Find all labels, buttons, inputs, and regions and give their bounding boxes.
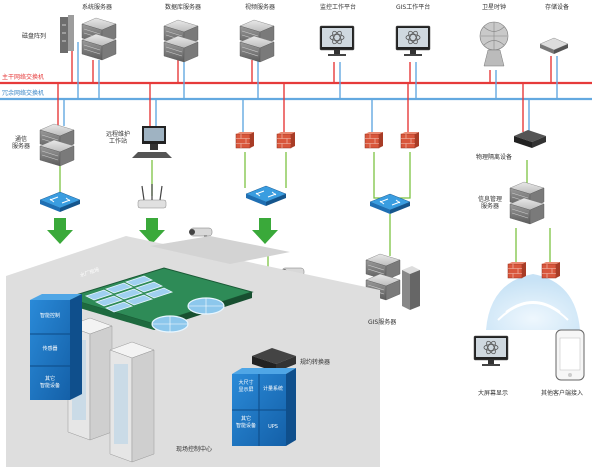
- main-switch-label: 主干网络交换机: [2, 74, 45, 81]
- satellite-clock-icon: [479, 21, 509, 67]
- down-arrow-3: [252, 218, 278, 244]
- gis-server-tower-icon: [402, 266, 420, 310]
- storage-device-icon: [539, 37, 569, 54]
- right-box-label-3: 其它 智能设备: [235, 416, 256, 429]
- redundant-switch-label: 冗余网络交换机: [2, 90, 45, 97]
- disk-array-icon: [60, 15, 74, 53]
- database-server-label: 数据库服务器: [165, 4, 202, 11]
- monitor-platform-icon: [319, 25, 355, 57]
- cabinet-label-2: 传感器: [42, 346, 58, 352]
- switch-icon-1: [39, 191, 81, 213]
- control-cabinet-2: [109, 341, 155, 463]
- physical-isolation-icon: [514, 130, 546, 148]
- switch-icon-2: [245, 185, 287, 207]
- firewall-icon-3: [364, 131, 384, 149]
- monitor-platform-label: 监控工作平台: [320, 4, 357, 11]
- big-screen-icon: [473, 335, 509, 367]
- satellite-clock-label: 卫星时钟: [482, 4, 507, 11]
- video-server-label: 视频服务器: [245, 4, 276, 11]
- right-box-label-2: 计量系统: [262, 386, 283, 392]
- right-box-label-1: 大尺寸 显示屏: [238, 380, 254, 393]
- wireless-router-icon: [137, 184, 167, 209]
- cabinet-label-1: 智能控制: [39, 313, 60, 319]
- gis-server-label: GIS服务器: [368, 319, 397, 326]
- round-tanks: [151, 297, 225, 333]
- comm-server-label: 通信 服务器: [12, 136, 31, 150]
- gis-platform-icon: [395, 25, 431, 57]
- right-blue-stack: [232, 368, 296, 446]
- protocol-converter-label: 规约转换器: [300, 359, 331, 366]
- storage-device-label: 存储设备: [545, 4, 570, 11]
- water-tank: [84, 275, 174, 313]
- firewall-icon-5: [507, 261, 527, 279]
- gis-platform-label: GIS工作平台: [396, 4, 431, 11]
- left-blue-stack: [30, 294, 82, 400]
- wireless-signal: [486, 274, 580, 330]
- down-arrow-1: [47, 218, 73, 244]
- remote-workstation-label: 远程维护 工作站: [106, 131, 131, 145]
- right-box-label-4: UPS: [268, 424, 278, 430]
- control-center-label: 现场控制中心: [176, 446, 213, 453]
- lower-drop-lines: [57, 83, 530, 134]
- firewall-icon-4: [400, 131, 420, 149]
- remote-workstation-icon: [132, 126, 172, 158]
- info-server-label: 信息管理 服务器: [478, 196, 503, 210]
- big-screen-label: 大屏幕显示: [478, 390, 509, 397]
- top-drop-lines: [71, 42, 558, 99]
- firewall-icon-2: [276, 131, 296, 149]
- mobile-access-label: 其他客户端接入: [541, 390, 584, 397]
- firewall-icon-6: [541, 261, 561, 279]
- disk-array-label: 磁盘阵列: [22, 33, 47, 40]
- cabinet-label-3: 其它 智能设备: [39, 376, 60, 389]
- physical-isolation-label: 物理隔离设备: [476, 154, 513, 161]
- system-server-label: 系统服务器: [82, 4, 113, 11]
- switch-icon-3: [369, 193, 411, 215]
- firewall-icon-1: [235, 131, 255, 149]
- mobile-phone-icon: [555, 329, 585, 381]
